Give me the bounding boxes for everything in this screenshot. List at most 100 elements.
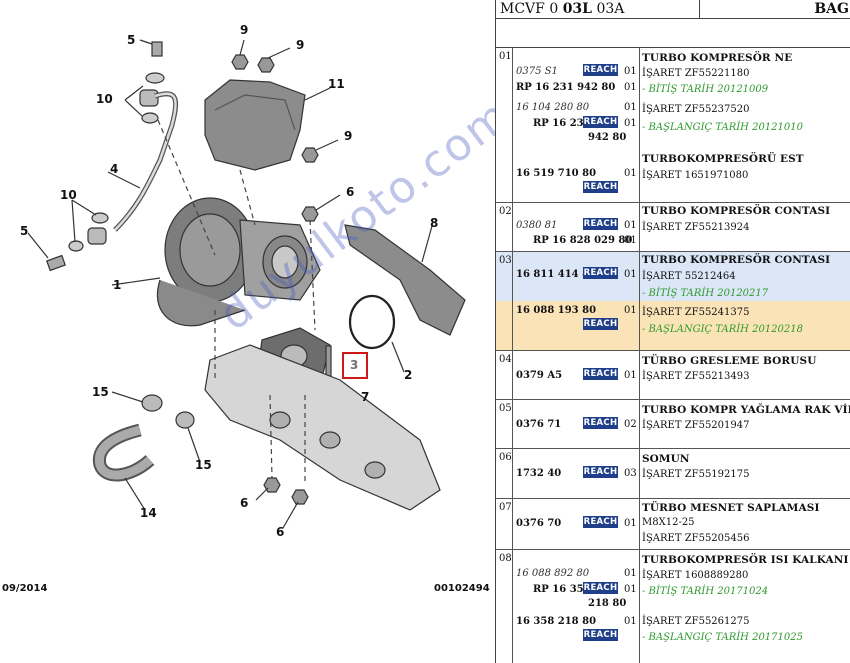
part-title: TURBOKOMPRESÖR ISI KALKANI	[642, 554, 849, 566]
part-ref[interactable]: 218 80	[588, 598, 627, 609]
row-number: 02	[499, 206, 512, 217]
callout-8[interactable]: 8	[430, 216, 439, 230]
reach-badge[interactable]: REACH	[583, 417, 618, 429]
callout-14[interactable]: 14	[140, 506, 157, 520]
row-number: 06	[499, 452, 512, 463]
callout-5-lower[interactable]: 5	[20, 224, 29, 238]
callout-7[interactable]: 7	[361, 390, 370, 404]
callout-6-bottom-left[interactable]: 6	[240, 496, 249, 510]
callout-1[interactable]: 1	[113, 278, 122, 292]
part-title: TURBO KOMPRESÖR CONTASI	[642, 205, 831, 217]
selected-part-highlight	[342, 352, 368, 379]
callout-3[interactable]: 3	[350, 358, 359, 372]
model-suffix: 03A	[592, 1, 625, 17]
model-code: MCVF 0 03L 03A	[500, 0, 624, 18]
reach-badge[interactable]: REACH	[583, 218, 618, 230]
part-ref[interactable]: RP 16 231 942 80	[516, 82, 616, 93]
part-title: SOMUN	[642, 453, 690, 465]
column-divider	[512, 252, 513, 350]
callout-2[interactable]: 2	[404, 368, 413, 382]
callout-10-top[interactable]: 10	[96, 92, 113, 106]
column-divider	[512, 203, 513, 251]
callout-9-top-left[interactable]: 9	[240, 23, 249, 37]
table-header: MCVF 0 03L 03A BAG	[496, 0, 850, 19]
part-marking: İŞARET ZF55213493	[642, 371, 750, 382]
part-ref[interactable]: 0376 71	[516, 419, 562, 430]
start-date: - BAŞLANGIÇ TARİH 20120218	[642, 324, 803, 335]
header-divider	[699, 0, 700, 18]
reach-badge[interactable]: REACH	[583, 116, 618, 128]
callout-15-left[interactable]: 15	[92, 385, 109, 399]
quantity: 01	[624, 118, 637, 129]
reach-badge[interactable]: REACH	[583, 582, 618, 594]
part-ref[interactable]: 16 104 280 80	[516, 102, 590, 113]
callout-9-top-right[interactable]: 9	[296, 38, 305, 52]
part-marking: İŞARET 1651971080	[642, 170, 749, 181]
callout-6-top[interactable]: 6	[346, 185, 355, 199]
quantity: 01	[624, 102, 637, 113]
part-ref[interactable]: 0375 S1	[516, 66, 558, 77]
part-ref[interactable]: 942 80	[588, 132, 627, 143]
callout-5-top[interactable]: 5	[127, 33, 136, 47]
part-marking: İŞARET ZF55241375	[642, 307, 750, 318]
reach-badge[interactable]: REACH	[583, 267, 618, 279]
reach-badge[interactable]: REACH	[583, 466, 618, 478]
reach-badge[interactable]: REACH	[583, 368, 618, 380]
column-divider	[639, 203, 640, 251]
quantity: 01	[624, 220, 637, 231]
part-ref[interactable]: RP 16 358	[533, 584, 591, 595]
quantity: 01	[624, 568, 637, 579]
part-marking: İŞARET ZF55192175	[642, 469, 750, 480]
end-date: - BİTİŞ TARİH 20121009	[642, 84, 769, 95]
part-title-secondary: TURBOKOMPRESÖRÜ EST	[642, 153, 804, 165]
table-row[interactable]: 02 0380 81 REACH 01 RP 16 828 029 80 01 …	[496, 203, 850, 252]
callout-15-right[interactable]: 15	[195, 458, 212, 472]
part-marking: İŞARET 1608889280	[642, 570, 749, 581]
quantity: 02	[624, 419, 637, 430]
diagram-date: 09/2014	[2, 583, 48, 594]
callout-10-lower[interactable]: 10	[60, 188, 77, 202]
part-ref[interactable]: RP 16 231	[533, 118, 591, 129]
table-row[interactable]: 06 1732 40 REACH 03 SOMUN İŞARET ZF55192…	[496, 449, 850, 499]
row-number: 07	[499, 502, 512, 513]
row-number: 05	[499, 403, 512, 414]
reach-badge[interactable]: REACH	[583, 64, 618, 76]
table-row[interactable]: 05 0376 71 REACH 02 TURBO KOMPR YAĞLAMA …	[496, 400, 850, 449]
column-divider	[512, 400, 513, 448]
end-date: - BİTİŞ TARİH 20120217	[642, 288, 769, 299]
callout-6-bottom-right[interactable]: 6	[276, 525, 285, 539]
part-ref[interactable]: 16 811 414 80	[516, 269, 597, 280]
table-row[interactable]: 01 0375 S1 REACH 01 RP 16 231 942 80 01 …	[496, 48, 850, 203]
part-ref[interactable]: 16 358 218 80	[516, 616, 597, 627]
diagram-id: 00102494	[434, 583, 490, 594]
highlight-band-replacement	[496, 301, 850, 350]
reach-badge[interactable]: REACH	[583, 318, 618, 330]
part-ref[interactable]: 0380 81	[516, 220, 558, 231]
table-row[interactable]: 07 0376 70 REACH 01 TÜRBO MESNET SAPLAMA…	[496, 499, 850, 550]
part-ref[interactable]: 1732 40	[516, 468, 562, 479]
part-ref[interactable]: 16 088 193 80	[516, 305, 597, 316]
callout-9-mid[interactable]: 9	[344, 129, 353, 143]
column-divider	[512, 499, 513, 549]
start-date: - BAŞLANGIÇ TARİH 20121010	[642, 122, 803, 133]
part-marking: İŞARET ZF55205456	[642, 533, 750, 544]
table-row[interactable]: 03 16 811 414 80 REACH 01 16 088 193 80 …	[496, 252, 850, 351]
part-title: TÜRBO GRESLEME BORUSU	[642, 355, 817, 367]
part-ref[interactable]: 0376 70	[516, 518, 562, 529]
part-ref[interactable]: 0379 A5	[516, 370, 563, 381]
column-divider	[639, 351, 640, 399]
callout-11[interactable]: 11	[328, 77, 345, 91]
reach-badge[interactable]: REACH	[583, 629, 618, 641]
part-ref[interactable]: RP 16 828 029 80	[533, 235, 633, 246]
quantity: 01	[624, 66, 637, 77]
table-row[interactable]: 08 16 088 892 80 01 RP 16 358 REACH 01 2…	[496, 550, 850, 663]
reach-badge[interactable]: REACH	[583, 516, 618, 528]
part-ref[interactable]: 16 519 710 80	[516, 168, 597, 179]
row-number: 08	[499, 553, 512, 564]
reach-badge[interactable]: REACH	[583, 181, 618, 193]
table-row[interactable]: 04 0379 A5 REACH 01 TÜRBO GRESLEME BORUS…	[496, 351, 850, 400]
part-title: TÜRBO MESNET SAPLAMASI	[642, 502, 820, 514]
part-ref[interactable]: 16 088 892 80	[516, 568, 590, 579]
part-marking: İŞARET ZF55221180	[642, 68, 750, 79]
callout-4[interactable]: 4	[110, 162, 119, 176]
